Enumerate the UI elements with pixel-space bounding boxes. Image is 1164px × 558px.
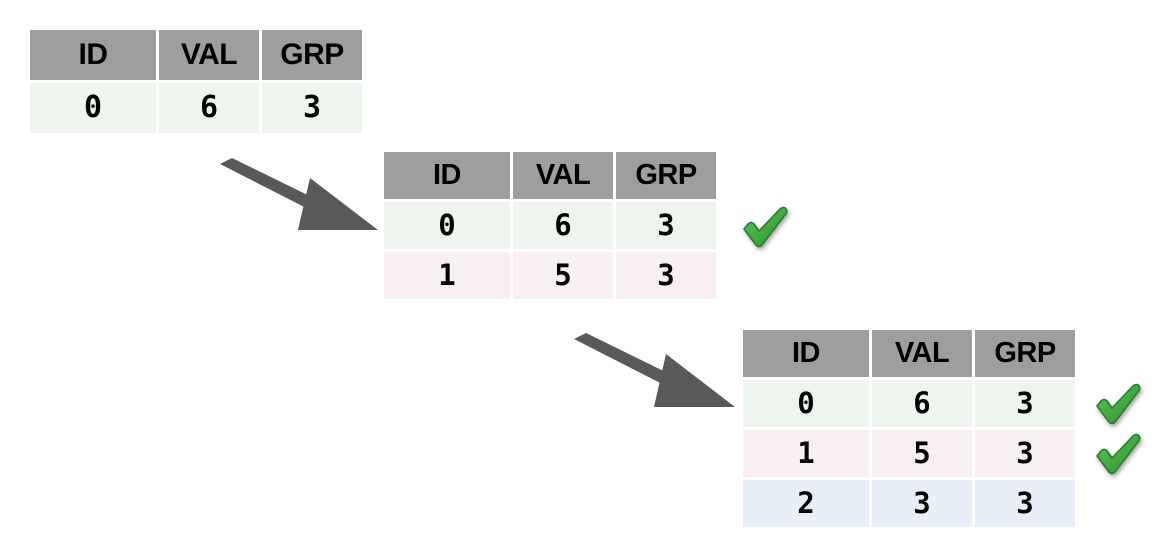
column-header-id: ID [384, 152, 510, 199]
cell-val: 5 [872, 430, 972, 477]
checkmark-icon [1096, 433, 1141, 475]
cell-grp: 3 [975, 480, 1075, 527]
checkmark-icon [1096, 383, 1141, 425]
cell-val: 6 [872, 380, 972, 427]
table-row: 0 6 3 [384, 202, 716, 249]
table-row: 1 5 3 [743, 430, 1075, 477]
table-header-row: ID VAL GRP [743, 330, 1075, 377]
column-header-val: VAL [513, 152, 613, 199]
table-row: 0 6 3 [743, 380, 1075, 427]
table-header-row: ID VAL GRP [384, 152, 716, 199]
cell-id: 0 [743, 380, 869, 427]
cell-id: 0 [30, 83, 156, 133]
checkmark-icon [743, 206, 788, 248]
table-row: 1 5 3 [384, 252, 716, 299]
cell-grp: 3 [616, 252, 716, 299]
table-row: 0 6 3 [30, 83, 362, 133]
cell-grp: 3 [616, 202, 716, 249]
column-header-grp: GRP [975, 330, 1075, 377]
table-header-row: ID VAL GRP [30, 30, 362, 80]
cell-val: 5 [513, 252, 613, 299]
column-header-id: ID [743, 330, 869, 377]
column-header-id: ID [30, 30, 156, 80]
cell-id: 0 [384, 202, 510, 249]
cell-val: 6 [513, 202, 613, 249]
cell-id: 1 [384, 252, 510, 299]
arrow-table2-to-table3 [574, 333, 735, 407]
cell-val: 3 [872, 480, 972, 527]
column-header-val: VAL [159, 30, 259, 80]
cell-grp: 3 [262, 83, 362, 133]
table-row: 2 3 3 [743, 480, 1075, 527]
cell-val: 6 [159, 83, 259, 133]
cell-id: 2 [743, 480, 869, 527]
cell-grp: 3 [975, 380, 1075, 427]
column-header-grp: GRP [616, 152, 716, 199]
column-header-val: VAL [872, 330, 972, 377]
table-step-2: ID VAL GRP 0 6 3 1 5 3 [381, 149, 719, 302]
cell-id: 1 [743, 430, 869, 477]
cell-grp: 3 [975, 430, 1075, 477]
table-step-3: ID VAL GRP 0 6 3 1 5 3 2 3 3 [740, 327, 1078, 530]
column-header-grp: GRP [262, 30, 362, 80]
arrow-table1-to-table2 [220, 158, 378, 230]
table-step-1: ID VAL GRP 0 6 3 [27, 27, 365, 136]
